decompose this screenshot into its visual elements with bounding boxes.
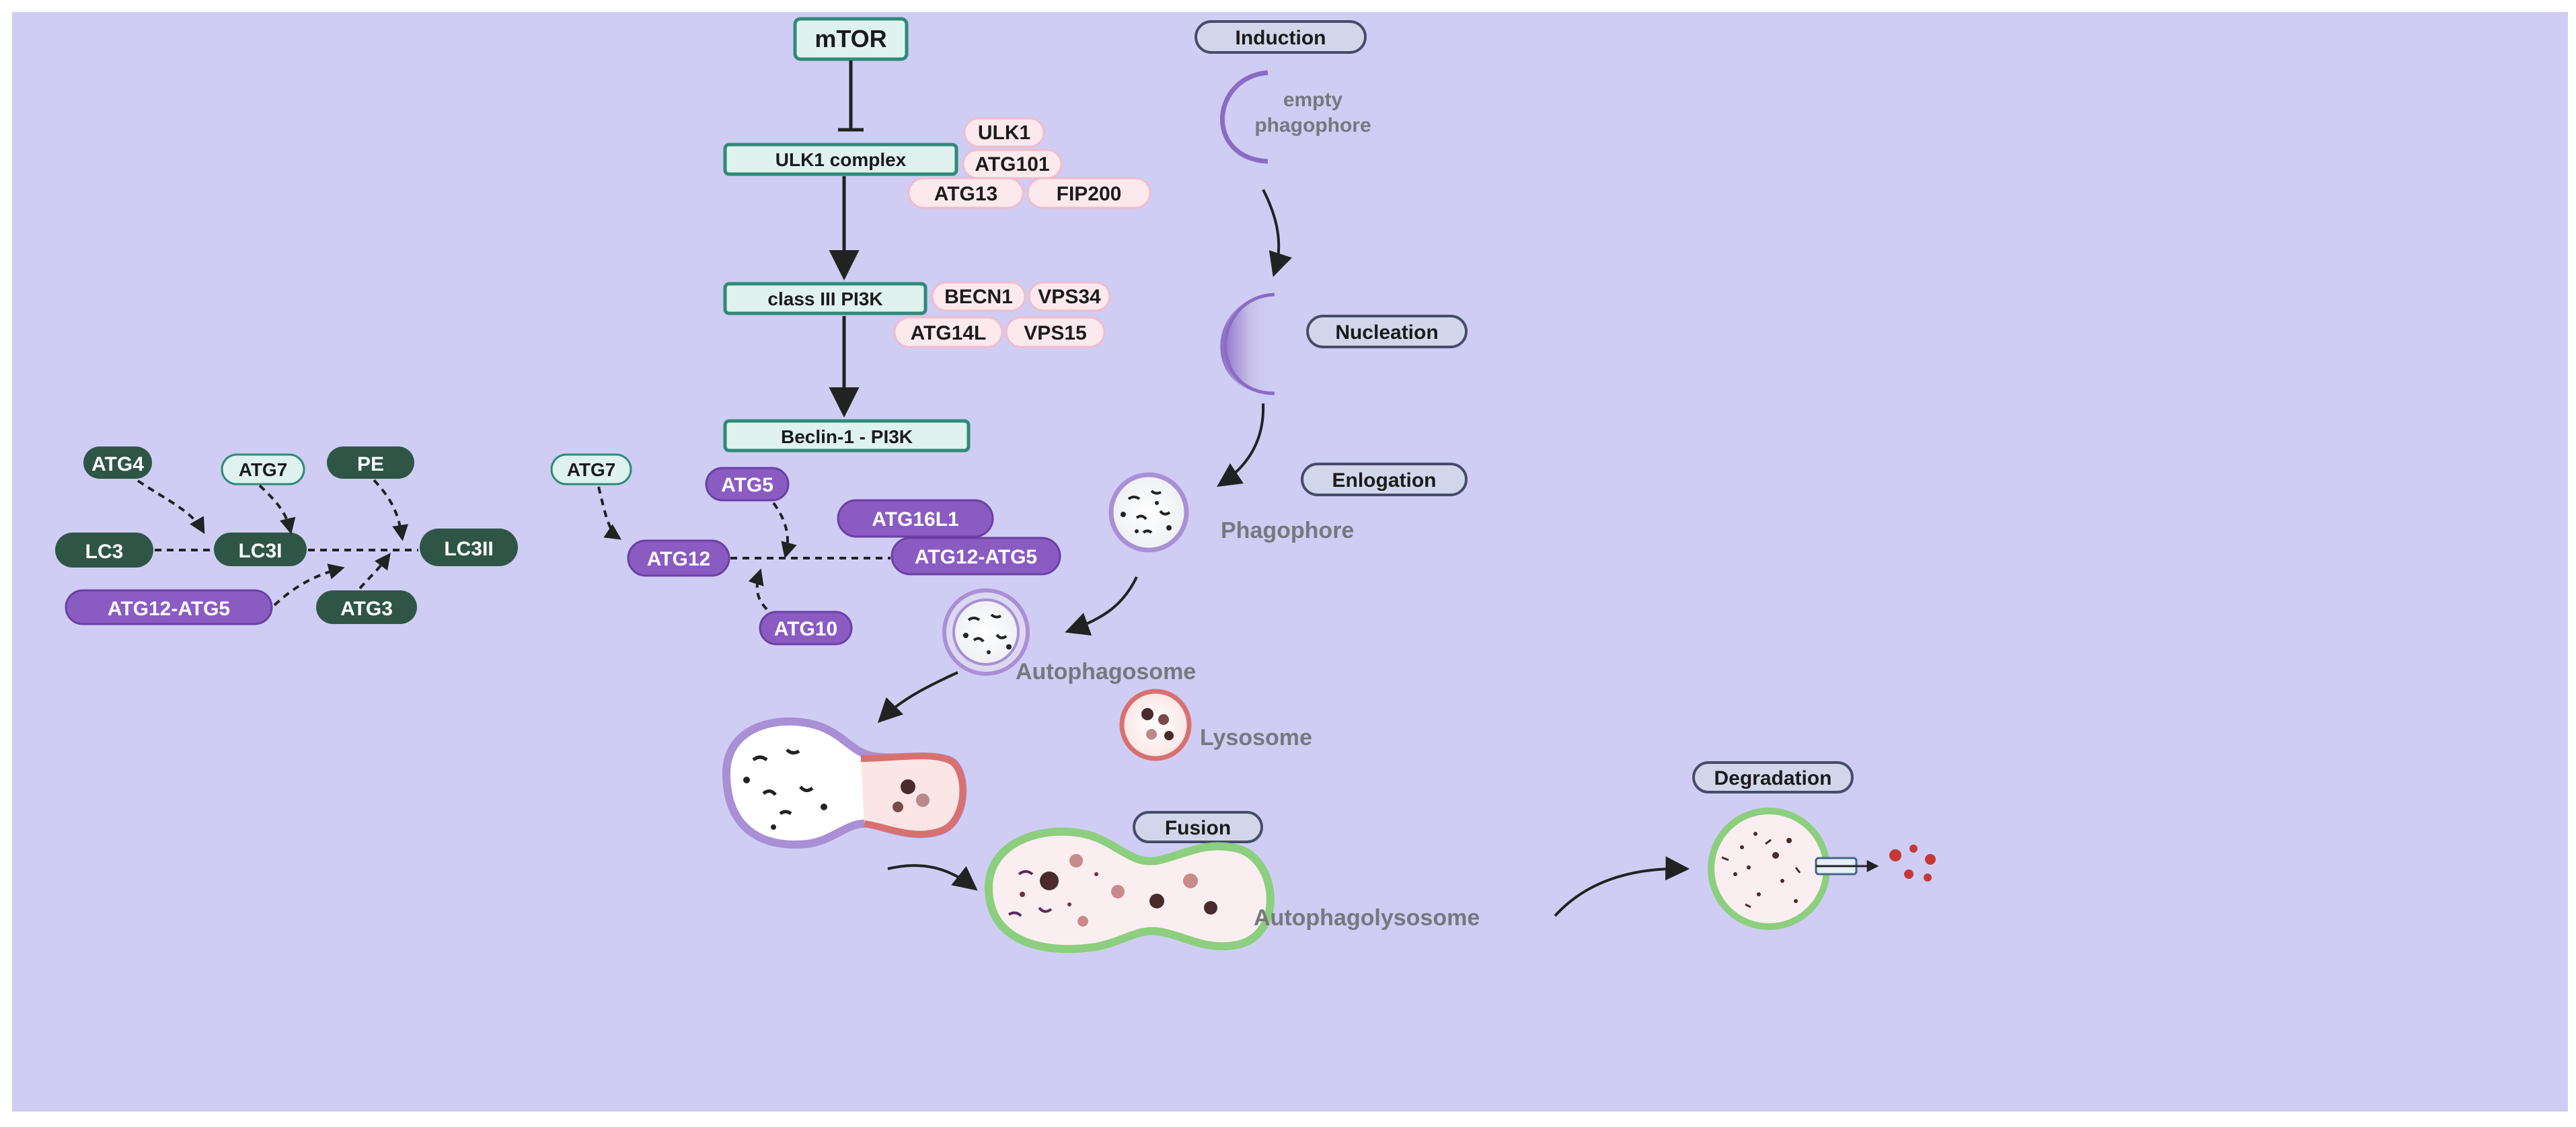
svg-text:VPS34: VPS34 <box>1038 286 1101 308</box>
mtor-label: mTOR <box>815 25 886 52</box>
svg-text:Degradation: Degradation <box>1714 767 1831 789</box>
atg5-node: ATG5 <box>705 467 790 502</box>
degradation-products <box>1889 845 1936 882</box>
degradation-cell-shape <box>1708 808 1830 930</box>
ulk1-member-atg101: ATG101 <box>962 149 1063 180</box>
atg12-atg7-node: ATG7 <box>550 453 632 485</box>
stage-induction: Induction <box>1195 20 1367 54</box>
lysosome-label: Lysosome <box>1200 725 1312 750</box>
nucleation-cup-rim <box>1223 293 1275 395</box>
ulk1-member-ulk1: ULK1 <box>963 117 1045 148</box>
phagophore-shape <box>1108 472 1189 553</box>
autophagosome-arrow <box>877 671 958 724</box>
svg-text:BECN1: BECN1 <box>944 286 1013 308</box>
pi3k-member-vps15: VPS15 <box>1005 316 1106 348</box>
stage-fusion: Fusion <box>1133 811 1263 843</box>
svg-text:ATG16L1: ATG16L1 <box>872 508 958 531</box>
lc3ii-node: LC3II <box>420 529 518 566</box>
induction-arrow <box>1262 189 1293 277</box>
svg-text:ULK1: ULK1 <box>978 122 1030 144</box>
atg10-node: ATG10 <box>759 611 853 646</box>
svg-text:LC3I: LC3I <box>238 540 282 562</box>
lc3-atg3-node: ATG3 <box>316 590 417 624</box>
class3-pi3k-label: class III PI3K <box>767 288 882 309</box>
nucleation-arrow <box>1217 403 1265 487</box>
svg-text:ATG101: ATG101 <box>975 153 1049 176</box>
degradation-exit-channel <box>1815 857 1879 876</box>
fusion-arrow <box>887 864 978 891</box>
beclin-pi3k-box: Beclin-1 - PI3K <box>723 419 971 453</box>
autophagosome-shape <box>942 588 1030 676</box>
empty-phagophore-shape <box>1220 70 1268 164</box>
stage-enlogation: Enlogation <box>1301 463 1468 496</box>
empty-phagophore-label-2: phagophore <box>1254 114 1371 137</box>
autophagolysosome-label: Autophagolysosome <box>1254 905 1480 931</box>
svg-text:ATG7: ATG7 <box>567 459 616 480</box>
class3-pi3k-box: class III PI3K <box>723 282 927 315</box>
lc3-pe-node: PE <box>327 446 414 479</box>
svg-text:ATG5: ATG5 <box>721 474 773 496</box>
pi3k-member-atg14l: ATG14L <box>893 316 1003 348</box>
svg-text:VPS15: VPS15 <box>1024 322 1086 344</box>
svg-text:Enlogation: Enlogation <box>1332 469 1437 492</box>
lc3-atg7-node: ATG7 <box>221 453 305 485</box>
degradation-arrow <box>1554 856 1690 917</box>
atg16l1-node: ATG16L1 <box>837 499 994 538</box>
svg-text:LC3II: LC3II <box>444 538 493 560</box>
autophagolysosome-shape <box>984 827 1275 954</box>
ulk1-complex-box: ULK1 complex <box>723 143 958 176</box>
svg-text:Fusion: Fusion <box>1165 817 1231 839</box>
lc3i-node: LC3I <box>214 533 307 566</box>
svg-text:LC3: LC3 <box>85 541 124 563</box>
lc3-node: LC3 <box>55 533 153 568</box>
svg-text:ATG7: ATG7 <box>239 459 288 480</box>
phagophore-label: Phagophore <box>1221 518 1354 543</box>
svg-text:ATG12-ATG5: ATG12-ATG5 <box>108 598 230 620</box>
svg-text:ATG4: ATG4 <box>91 453 144 475</box>
phagophore-arrow <box>1065 576 1138 636</box>
lc3-atg12-atg5-node: ATG12-ATG5 <box>65 589 273 625</box>
lysosome-shape <box>1119 689 1192 761</box>
fusing-vesicles-shape <box>722 717 967 849</box>
empty-phagophore-label-1: empty <box>1283 89 1343 111</box>
ulk1-member-atg13: ATG13 <box>907 177 1024 209</box>
mtor-inhibition-arrow <box>838 61 864 132</box>
stage-degradation: Degradation <box>1692 761 1854 793</box>
ulk1-complex-label: ULK1 complex <box>775 149 907 170</box>
mtor-box: mTOR <box>793 17 909 61</box>
svg-text:ATG13: ATG13 <box>934 183 997 205</box>
svg-text:ATG12: ATG12 <box>647 548 710 570</box>
svg-text:Induction: Induction <box>1236 27 1326 49</box>
pi3k-member-becn1: BECN1 <box>931 281 1026 312</box>
svg-text:FIP200: FIP200 <box>1057 183 1122 205</box>
svg-text:Nucleation: Nucleation <box>1335 321 1438 344</box>
beclin-pi3k-label: Beclin-1 - PI3K <box>781 426 913 447</box>
svg-text:ATG10: ATG10 <box>774 618 837 640</box>
pi3k-member-vps34: VPS34 <box>1028 281 1111 312</box>
svg-text:ATG14L: ATG14L <box>911 322 987 344</box>
svg-text:ATG3: ATG3 <box>340 598 393 620</box>
stage-nucleation: Nucleation <box>1306 315 1468 348</box>
autophagosome-label: Autophagosome <box>1016 659 1196 685</box>
svg-text:ATG12-ATG5: ATG12-ATG5 <box>915 546 1037 568</box>
diagram-background <box>12 12 2568 1112</box>
svg-text:PE: PE <box>357 453 384 475</box>
lc3-connectors <box>137 479 418 607</box>
ulk1-member-fip200: FIP200 <box>1026 177 1151 209</box>
lc3-atg4-node: ATG4 <box>83 446 152 479</box>
atg12-connectors <box>597 486 891 611</box>
atg12-atg5-node: ATG12-ATG5 <box>891 537 1061 576</box>
atg12-node: ATG12 <box>627 539 730 577</box>
